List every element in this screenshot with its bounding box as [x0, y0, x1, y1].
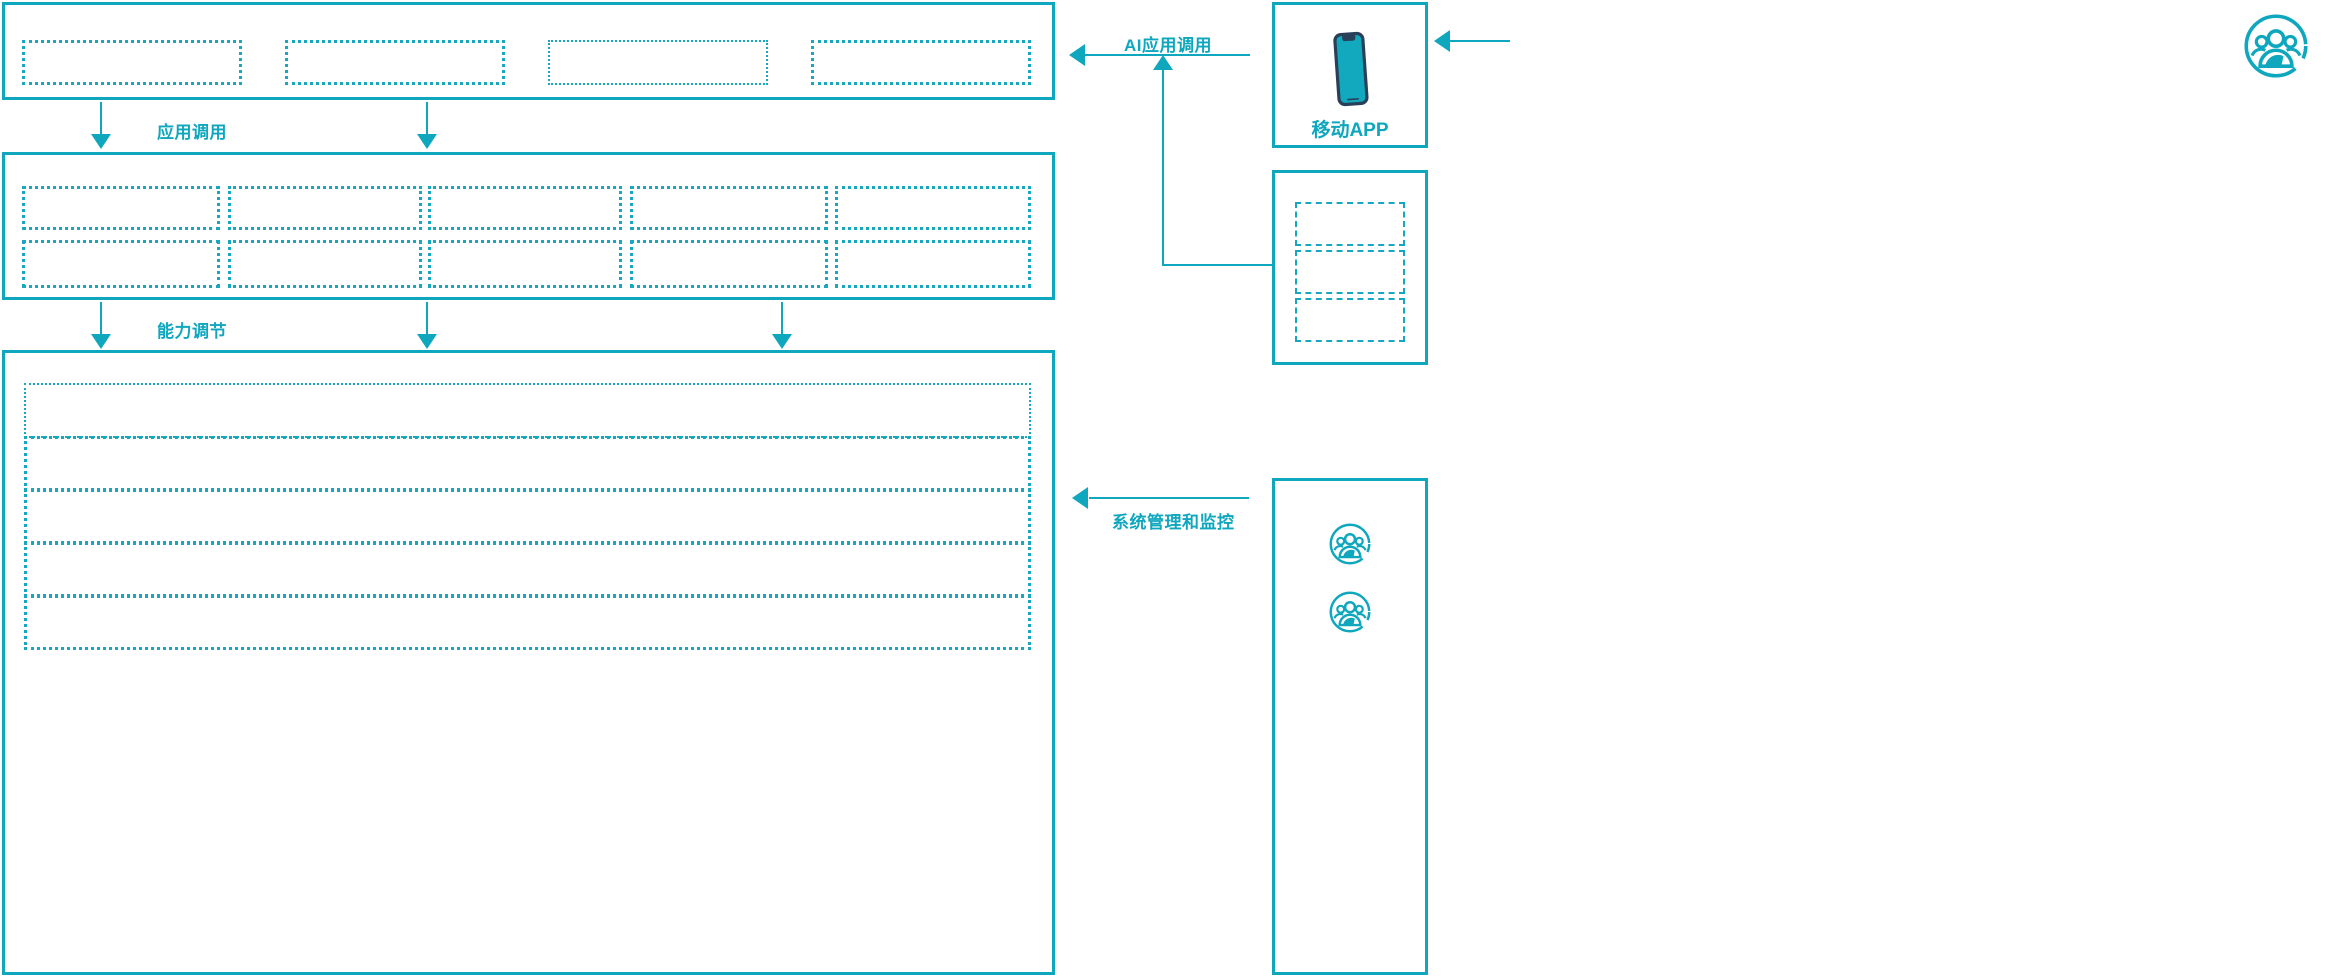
capability-slot-r2-c3[interactable] [428, 240, 622, 288]
infrastructure-bar-5[interactable] [24, 595, 1031, 650]
channel-to-ai-call-riser [1162, 68, 1164, 266]
operators-panel[interactable] [1272, 478, 1428, 975]
infrastructure-bar-4[interactable] [24, 542, 1031, 597]
capability-adjust-arrow-1-head [91, 334, 111, 349]
flow-label-system-manage-monitor: 系统管理和监控 [1112, 513, 1235, 532]
capability-adjust-arrow-2-shaft [426, 302, 428, 336]
app-call-arrow-2-shaft [426, 102, 428, 136]
application-slot-1[interactable] [22, 40, 242, 85]
end-user-to-mobile-arrow-shaft [1450, 40, 1510, 42]
application-slot-2[interactable] [285, 40, 505, 85]
system-manage-arrow-head [1072, 487, 1088, 509]
infrastructure-layer [2, 350, 1055, 975]
capability-adjust-arrow-3-head [772, 334, 792, 349]
application-slot-3[interactable] [548, 40, 768, 85]
capability-adjust-arrow-3-shaft [781, 302, 783, 336]
capability-adjust-arrow-2-head [417, 334, 437, 349]
capability-slot-r2-c5[interactable] [835, 240, 1031, 288]
infrastructure-bar-1[interactable] [24, 383, 1031, 438]
capability-slot-r1-c3[interactable] [428, 186, 622, 230]
flow-label-capability-adjust: 能力调节 [157, 322, 227, 341]
capability-slot-r1-c1[interactable] [22, 186, 220, 230]
flow-label-ai-app-call: AI应用调用 [1124, 36, 1212, 55]
end-user-to-mobile-arrow-head [1434, 30, 1450, 52]
smartphone-icon [1330, 30, 1372, 110]
end-user-group-icon [2242, 12, 2310, 80]
channel-to-ai-call-riser-head [1153, 55, 1173, 70]
app-call-arrow-1-shaft [100, 102, 102, 136]
capability-slot-r1-c2[interactable] [228, 186, 422, 230]
capability-adjust-arrow-1-shaft [100, 302, 102, 336]
app-call-arrow-1-head [91, 134, 111, 149]
mobile-app-caption: 移动APP [1311, 120, 1389, 141]
capability-slot-r1-c5[interactable] [835, 186, 1031, 230]
infrastructure-bar-2[interactable] [24, 436, 1031, 491]
channel-panel-slot-3[interactable] [1295, 298, 1405, 342]
ai-app-call-arrow-head [1069, 44, 1085, 66]
channel-panel-slot-2[interactable] [1295, 250, 1405, 294]
capability-slot-r2-c2[interactable] [228, 240, 422, 288]
infrastructure-bar-3[interactable] [24, 489, 1031, 544]
operator-user-group-icon-2 [1328, 590, 1372, 634]
channel-panel-slot-1[interactable] [1295, 202, 1405, 246]
capability-layer [2, 152, 1055, 300]
app-call-arrow-2-head [417, 134, 437, 149]
capability-slot-r2-c4[interactable] [630, 240, 828, 288]
system-manage-arrow-shaft [1089, 497, 1249, 499]
channel-to-ai-call-horizontal [1162, 264, 1272, 266]
operator-user-group-icon-1 [1328, 522, 1372, 566]
application-slot-4[interactable] [811, 40, 1031, 85]
capability-slot-r1-c4[interactable] [630, 186, 828, 230]
capability-slot-r2-c1[interactable] [22, 240, 220, 288]
flow-label-app-call: 应用调用 [157, 123, 227, 142]
